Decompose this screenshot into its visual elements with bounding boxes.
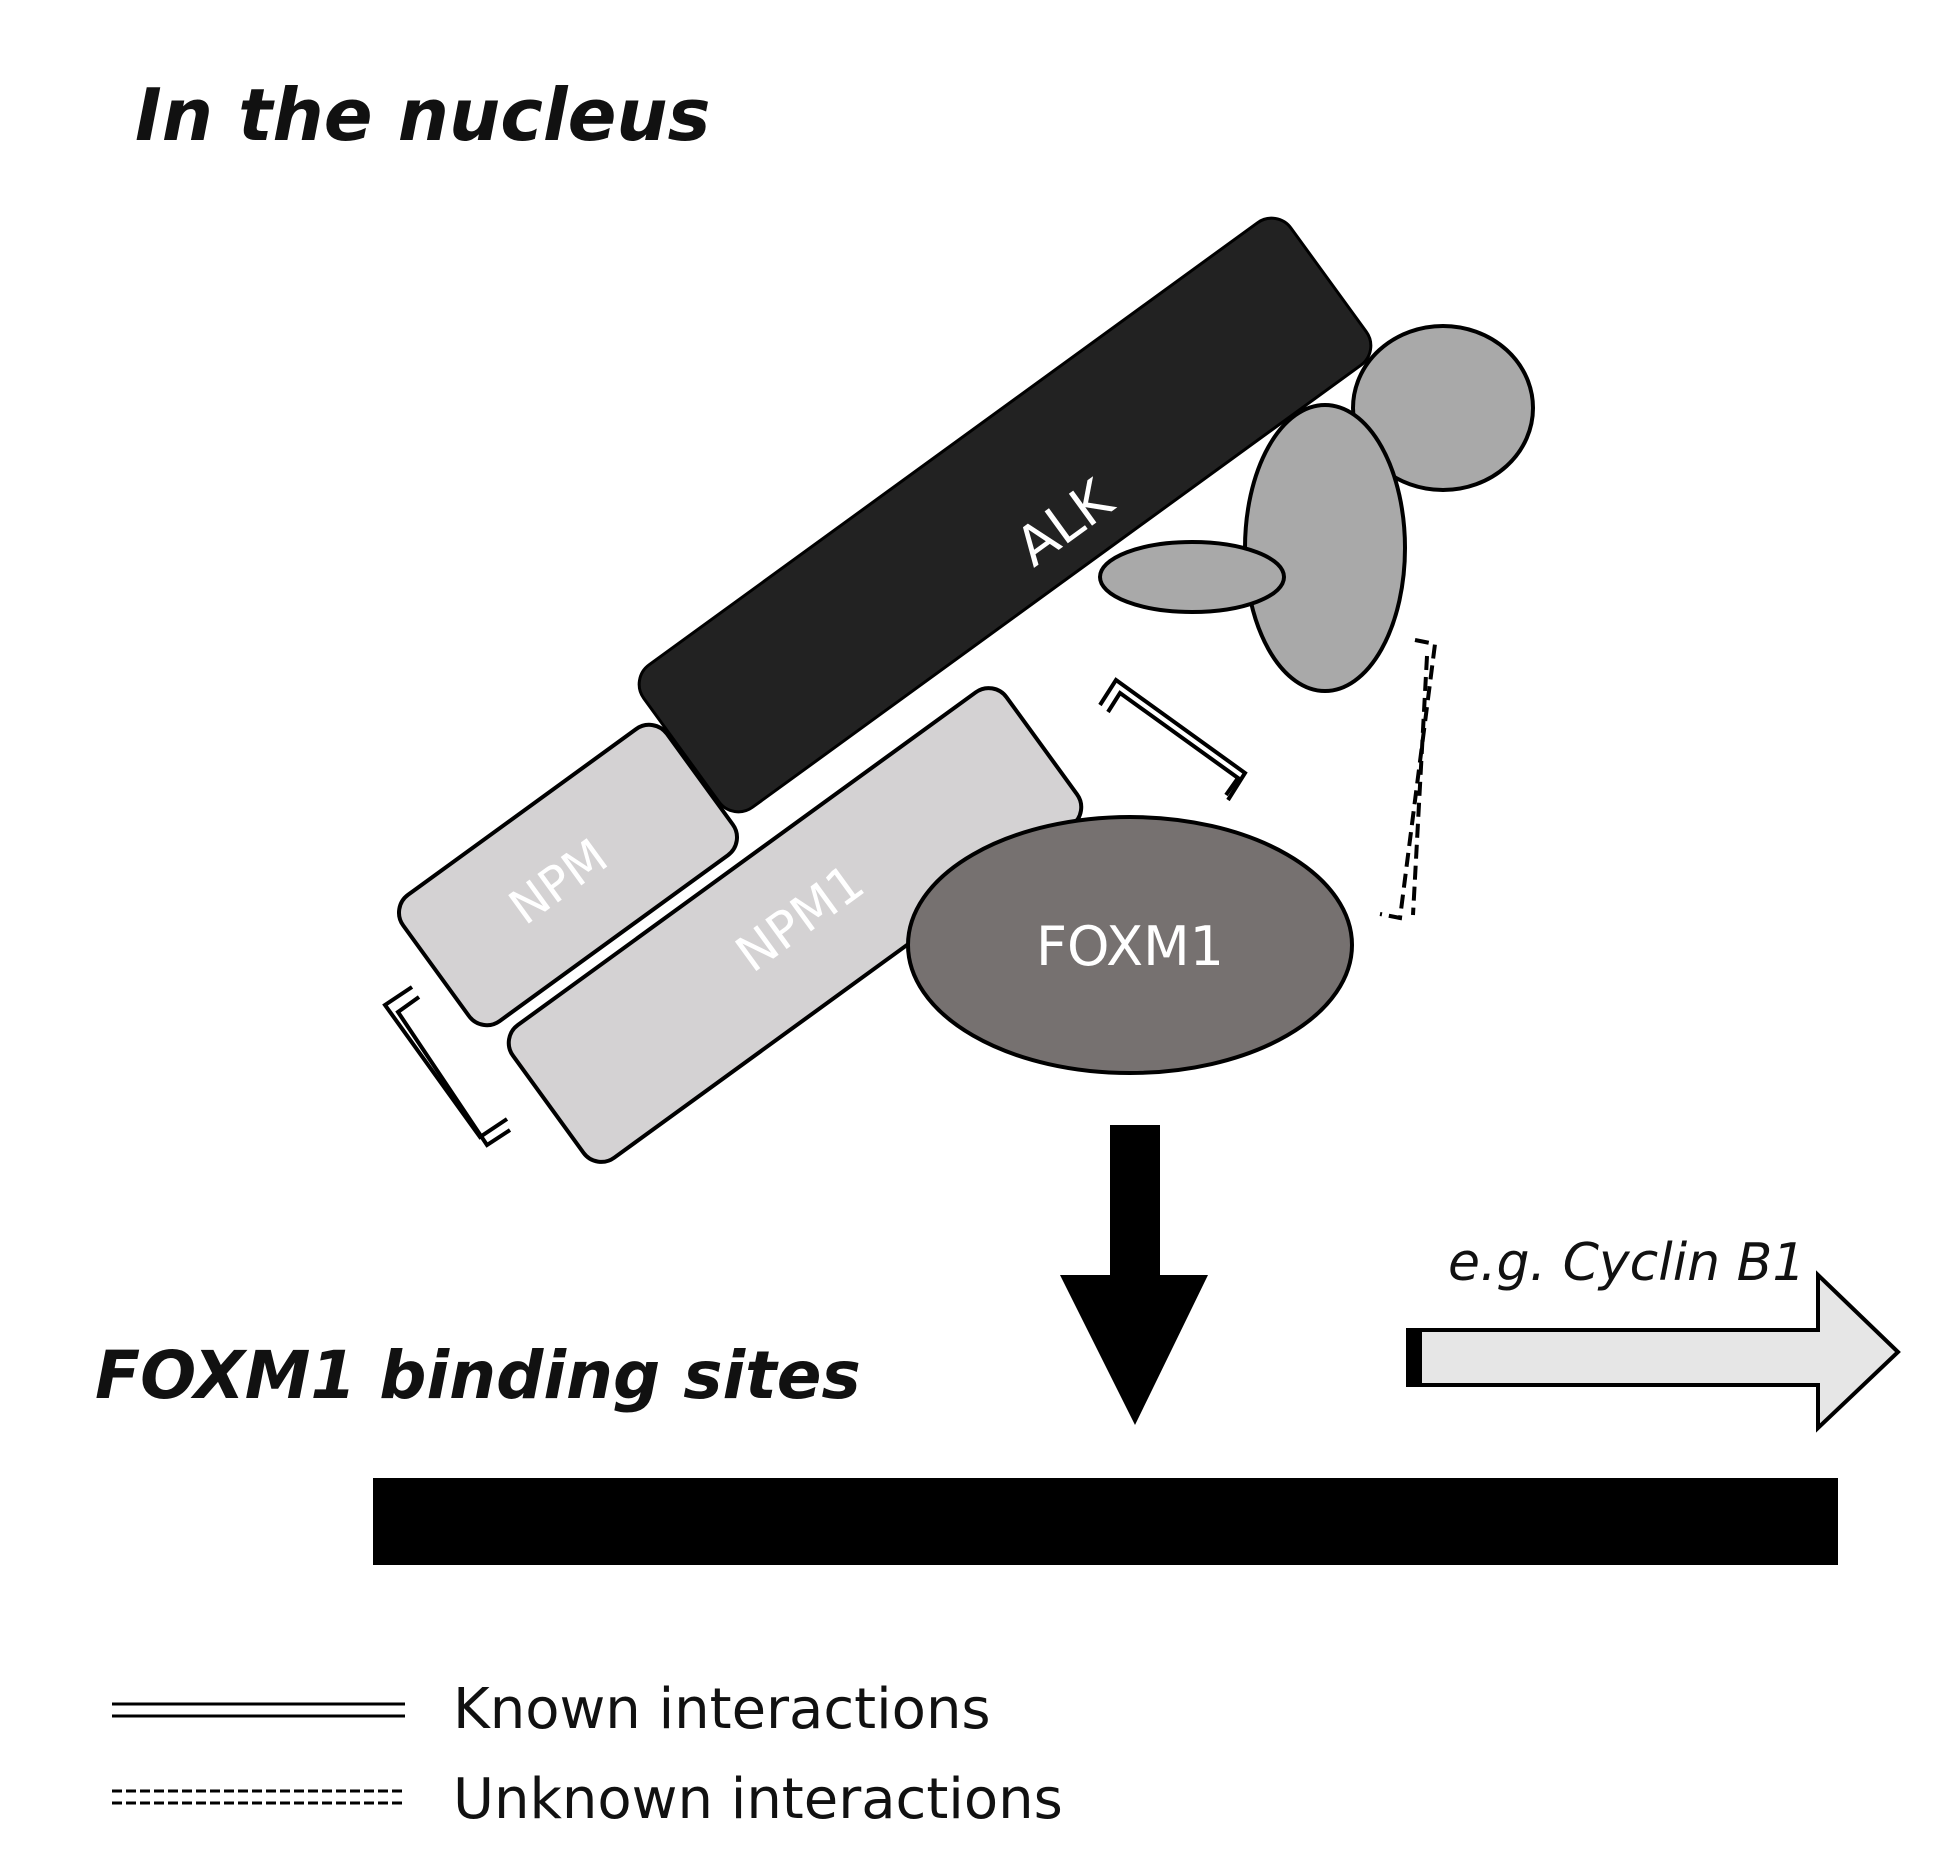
- dna-bar: [373, 1478, 1838, 1565]
- legend-unknown-label: Unknown interactions: [453, 1767, 1063, 1832]
- legend-known: [112, 1702, 405, 1718]
- foxm1-label: FOXM1: [1036, 915, 1224, 978]
- down-arrow: [1060, 1125, 1208, 1425]
- diagram-title: In the nucleus: [135, 73, 711, 157]
- npm1-block: [506, 686, 1084, 1164]
- legend-unknown: [112, 1789, 405, 1805]
- known-interaction-bracket-npm1-foxm1: [1098, 677, 1248, 802]
- foxm1-ellipse: [906, 815, 1354, 1075]
- alk-domain-round: [1351, 324, 1535, 492]
- binding-sites-label: FOXM1 binding sites: [95, 1337, 861, 1414]
- alk-domain-flat: [1098, 540, 1286, 614]
- known-interaction-bracket-npm: [382, 985, 512, 1148]
- unknown-interaction-bracket-alk-foxm1: [1379, 638, 1438, 921]
- npm-block: [397, 722, 739, 1028]
- target-gene-label: e.g. Cyclin B1: [1448, 1233, 1805, 1293]
- alk-bar: [637, 216, 1373, 814]
- legend-known-label: Known interactions: [453, 1677, 991, 1742]
- target-gene-arrow: [1406, 1270, 1901, 1433]
- alk-domain-tall: [1243, 403, 1407, 693]
